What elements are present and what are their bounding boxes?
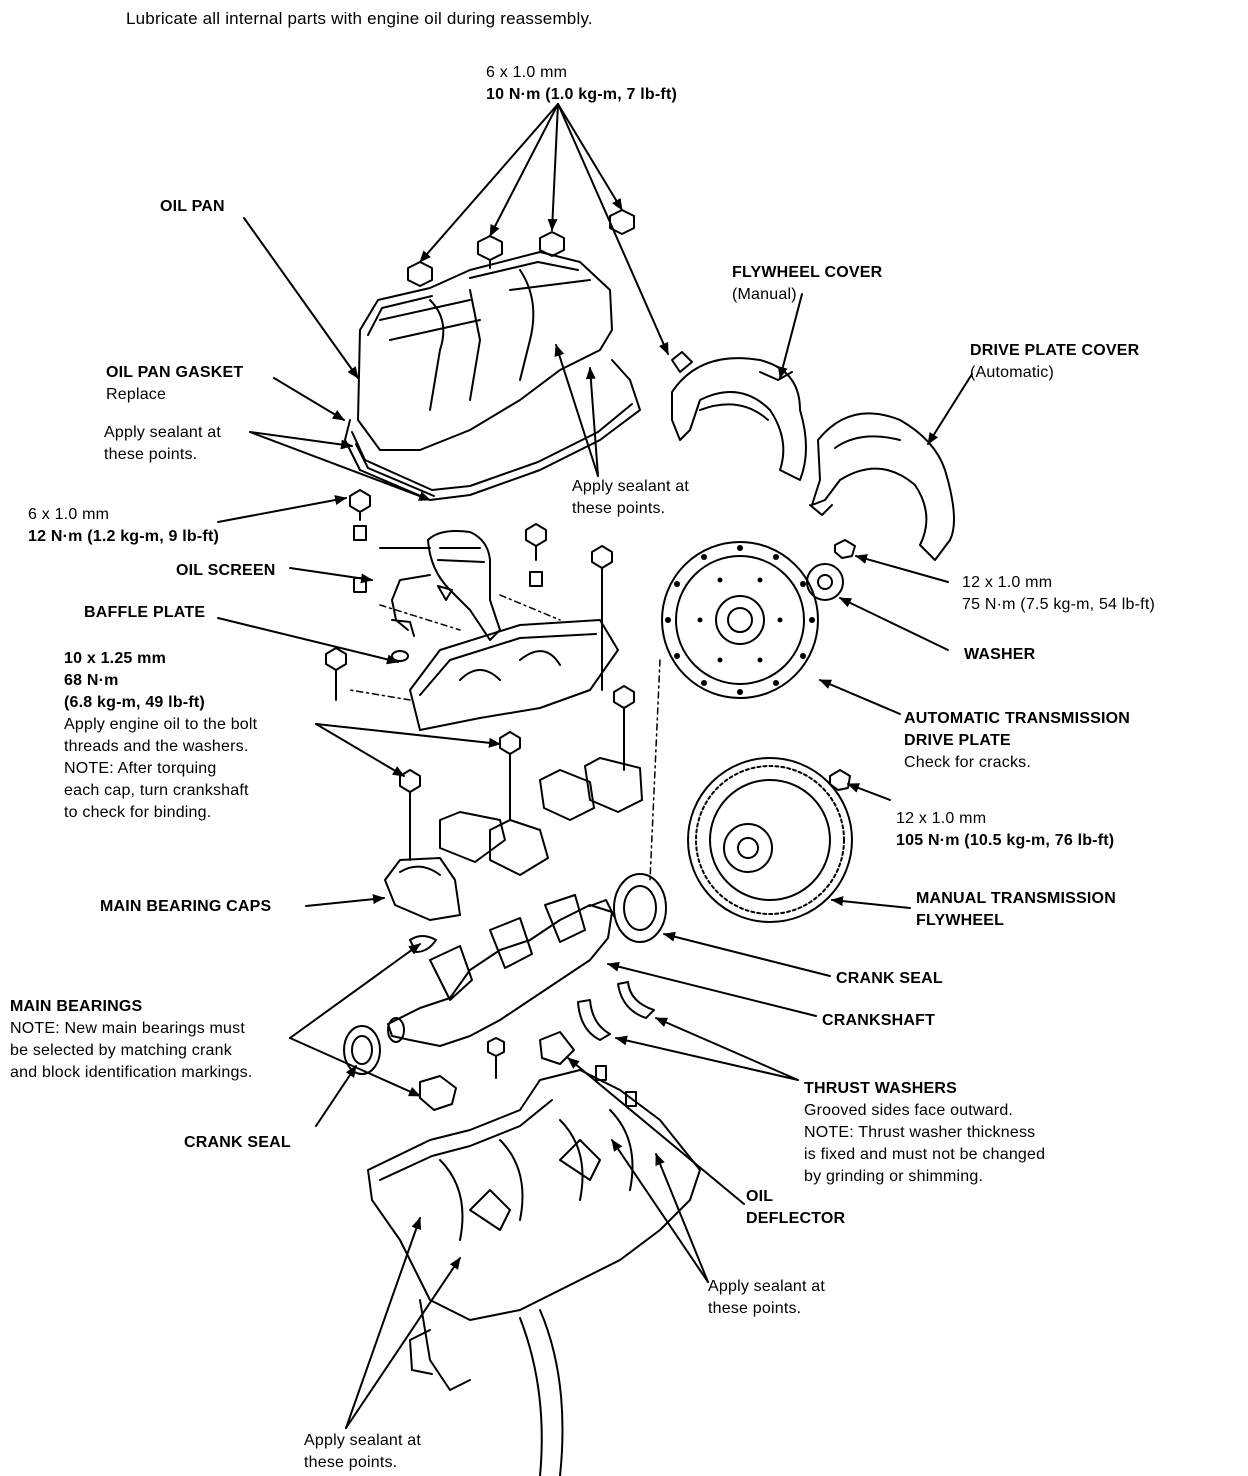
- sealant-line-1: Apply sealant at: [304, 1432, 422, 1449]
- main-cap-bolt-note-2: threads and the washers.: [64, 738, 249, 755]
- main-bearings-part: [409, 935, 457, 1111]
- manual-flywheel-name-2: FLYWHEEL: [916, 912, 1005, 929]
- drive-plate-bolt-label: 12 x 1.0 mm 75 N·m (7.5 kg-m, 54 lb-ft): [962, 572, 1155, 616]
- alignment-lines: [349, 594, 661, 881]
- oil-pan-gasket-label: OIL PAN GASKET Replace: [106, 362, 243, 406]
- header-note: Lubricate all internal parts with engine…: [126, 9, 593, 28]
- oil-deflector-line-2: DEFLECTOR: [746, 1210, 846, 1227]
- flywheel-bolt-torque: 105 N·m (10.5 kg-m, 76 lb-ft): [896, 832, 1115, 849]
- baffle-plate-part: [391, 619, 619, 731]
- main-cap-bolt-note-4: each cap, turn crankshaft: [64, 782, 249, 799]
- drive-plate-cover-part: [809, 412, 955, 561]
- main-bearings-note-3: and block identification markings.: [10, 1064, 253, 1081]
- drive-plate-cover-note: (Automatic): [970, 364, 1054, 381]
- drive-plate-cover-name: DRIVE PLATE COVER: [970, 342, 1140, 359]
- main-cap-bolt-torque-alt: (6.8 kg-m, 49 lb-ft): [64, 694, 205, 711]
- main-cap-bolt-note-3: NOTE: After torquing: [64, 760, 217, 777]
- main-bearings-note-1: NOTE: New main bearings must: [10, 1020, 246, 1037]
- drive-plate-bolt-torque: 75 N·m (7.5 kg-m, 54 lb-ft): [962, 596, 1156, 613]
- drive-plate-part: [661, 539, 856, 699]
- top-bolt-size: 6 x 1.0 mm: [486, 64, 568, 81]
- main-cap-bolt-torque-nm: 68 N·m: [64, 672, 119, 689]
- sealant-oil-pan-left-label: Apply sealant at these points.: [104, 422, 221, 466]
- sealant-oil-pan-right-label: Apply sealant at these points.: [572, 476, 689, 520]
- side-bolt-label: 6 x 1.0 mm 12 N·m (1.2 kg-m, 9 lb-ft): [28, 504, 219, 548]
- thrust-washers-part: [487, 981, 655, 1107]
- drive-plate-holes: [665, 545, 815, 695]
- flywheel-bolt-size: 12 x 1.0 mm: [896, 810, 987, 827]
- sealant-block-right-label: Apply sealant at these points.: [708, 1276, 825, 1320]
- oil-pan-gasket-note: Replace: [106, 386, 167, 403]
- thrust-washers-note-1: Grooved sides face outward.: [804, 1102, 1014, 1119]
- sealant-line-2: these points.: [304, 1454, 398, 1471]
- sealant-line-1: Apply sealant at: [708, 1278, 826, 1295]
- sealant-line-2: these points.: [708, 1300, 802, 1317]
- oil-screen-part: [379, 530, 501, 641]
- crankshaft-part: [387, 894, 615, 1047]
- main-bearing-caps-label: MAIN BEARING CAPS: [100, 898, 272, 915]
- leader-lines: [217, 103, 973, 1429]
- thrust-washers-note-3: is fixed and must not be changed: [804, 1146, 1046, 1163]
- baffle-plate-label: BAFFLE PLATE: [84, 604, 206, 621]
- flywheel-cover-note: (Manual): [732, 286, 797, 303]
- auto-drive-plate-label: AUTOMATIC TRANSMISSION DRIVE PLATE Check…: [904, 708, 1130, 774]
- main-bearing-caps-part: [384, 757, 643, 921]
- crankshaft-label: CRANKSHAFT: [822, 1012, 936, 1029]
- assorted-bolts: [325, 489, 635, 861]
- main-bearings-label: MAIN BEARINGS NOTE: New main bearings mu…: [10, 996, 252, 1084]
- oil-deflector-line-1: OIL: [746, 1188, 774, 1205]
- main-cap-bolt-note-1: Apply engine oil to the bolt: [64, 716, 258, 733]
- sealant-line-1: Apply sealant at: [572, 478, 690, 495]
- crank-seal-right-part: [613, 873, 667, 943]
- top-bolt-torque: 10 N·m (1.0 kg-m, 7 lb-ft): [486, 86, 678, 103]
- washer-label: WASHER: [964, 646, 1036, 663]
- thrust-washers-label: THRUST WASHERS Grooved sides face outwar…: [804, 1078, 1045, 1188]
- oil-pan-gasket-name: OIL PAN GASKET: [106, 364, 244, 381]
- flywheel-bolt-label: 12 x 1.0 mm 105 N·m (10.5 kg-m, 76 lb-ft…: [896, 808, 1114, 852]
- sealant-line-1: Apply sealant at: [104, 424, 222, 441]
- flywheel-part: [687, 757, 853, 923]
- oil-pan-label: OIL PAN: [160, 198, 225, 215]
- crank-seal-bottom-label: CRANK SEAL: [184, 1134, 291, 1151]
- flywheel-cover-name: FLYWHEEL COVER: [732, 264, 883, 281]
- oil-pan-part: [344, 251, 641, 501]
- main-cap-bolt-size: 10 x 1.25 mm: [64, 650, 167, 667]
- auto-drive-plate-name-2: DRIVE PLATE: [904, 732, 1011, 749]
- drive-plate-cover-label: DRIVE PLATE COVER (Automatic): [970, 340, 1139, 384]
- oil-pan-bolts: [407, 209, 635, 287]
- crank-seal-right-label: CRANK SEAL: [836, 970, 943, 987]
- flywheel-cover-label: FLYWHEEL COVER (Manual): [732, 262, 882, 306]
- main-bearings-name: MAIN BEARINGS: [10, 998, 143, 1015]
- thrust-washers-note-4: by grinding or shimming.: [804, 1168, 984, 1185]
- thrust-washers-note-2: NOTE: Thrust washer thickness: [804, 1124, 1036, 1141]
- auto-drive-plate-name-1: AUTOMATIC TRANSMISSION: [904, 710, 1131, 727]
- oil-deflector-label: OIL DEFLECTOR: [746, 1186, 845, 1230]
- main-bearings-note-2: be selected by matching crank: [10, 1042, 232, 1059]
- thrust-washers-name: THRUST WASHERS: [804, 1080, 958, 1097]
- main-cap-bolt-label: 10 x 1.25 mm 68 N·m (6.8 kg-m, 49 lb-ft)…: [64, 648, 257, 824]
- oil-screen-label: OIL SCREEN: [176, 562, 276, 579]
- side-bolt-torque: 12 N·m (1.2 kg-m, 9 lb-ft): [28, 528, 220, 545]
- engine-block-part: [367, 1069, 701, 1476]
- manual-flywheel-label: MANUAL TRANSMISSION FLYWHEEL: [916, 888, 1116, 932]
- manual-flywheel-name-1: MANUAL TRANSMISSION: [916, 890, 1116, 907]
- main-cap-bolt-note-5: to check for binding.: [64, 804, 212, 821]
- sealant-line-2: these points.: [104, 446, 198, 463]
- auto-drive-plate-note: Check for cracks.: [904, 754, 1031, 771]
- side-bolt-size: 6 x 1.0 mm: [28, 506, 110, 523]
- flywheel-cover-part: [671, 351, 807, 481]
- top-bolt-label: 6 x 1.0 mm 10 N·m (1.0 kg-m, 7 lb-ft): [486, 62, 677, 106]
- sealant-line-2: these points.: [572, 500, 666, 517]
- drive-plate-bolt-size: 12 x 1.0 mm: [962, 574, 1053, 591]
- sealant-block-bottom-label: Apply sealant at these points.: [304, 1430, 421, 1474]
- crank-seal-left-part: [343, 1025, 381, 1075]
